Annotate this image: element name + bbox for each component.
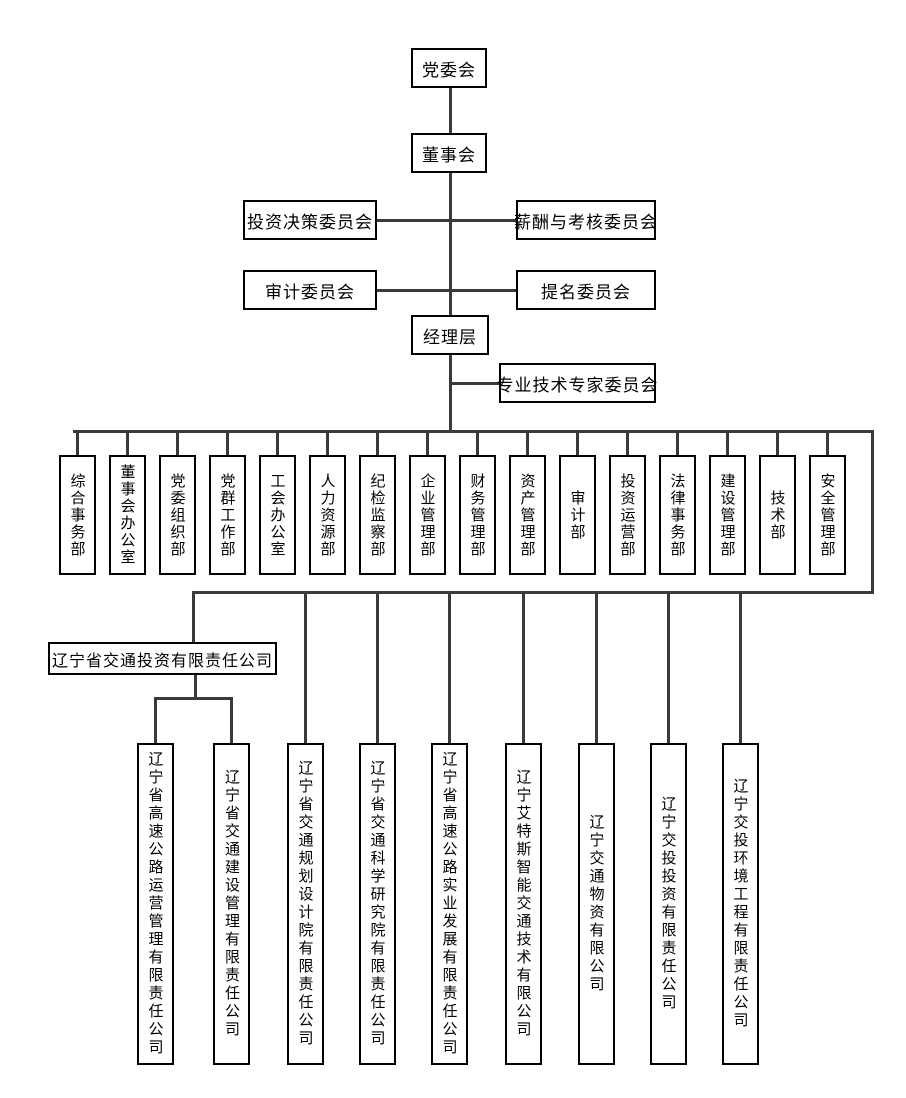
department-label: 人力资源部 bbox=[318, 472, 336, 558]
subsidiary-label: 辽宁艾特斯智能交通技术有限公司 bbox=[514, 769, 532, 1039]
node-compensation-assessment-committee: 薪酬与考核委员会 bbox=[514, 200, 657, 240]
connector-line bbox=[377, 218, 516, 222]
department-box: 人力资源部 bbox=[308, 455, 346, 575]
subsidiary-box: 辽宁省交通科学研究院有限责任公司 bbox=[358, 743, 396, 1065]
connector-line bbox=[448, 88, 452, 133]
connector-line bbox=[225, 432, 229, 455]
department-box: 技术部 bbox=[758, 455, 796, 575]
department-box: 综合事务部 bbox=[58, 455, 96, 575]
subsidiary-label: 辽宁交投环境工程有限责任公司 bbox=[731, 778, 749, 1030]
connector-line bbox=[175, 432, 179, 455]
subsidiary-box: 辽宁艾特斯智能交通技术有限公司 bbox=[504, 743, 542, 1065]
node-parent-company: 辽宁省交通投资有限责任公司 bbox=[48, 642, 277, 675]
department-box: 法律事务部 bbox=[658, 455, 696, 575]
subsidiary-box: 辽宁省高速公路实业发展有限责任公司 bbox=[430, 743, 468, 1065]
connector-line bbox=[229, 699, 233, 744]
connector-line bbox=[153, 699, 157, 744]
connector-line bbox=[775, 432, 779, 455]
subsidiary-box: 辽宁省交通规划设计院有限责任公司 bbox=[286, 743, 324, 1065]
subsidiary-label: 辽宁省高速公路实业发展有限责任公司 bbox=[440, 751, 458, 1057]
department-box: 投资运营部 bbox=[608, 455, 646, 575]
department-box: 建设管理部 bbox=[708, 455, 746, 575]
connector-line bbox=[192, 591, 874, 594]
connector-line bbox=[475, 432, 479, 455]
node-investment-decision-committee: 投资决策委员会 bbox=[243, 200, 377, 240]
department-label: 安全管理部 bbox=[818, 472, 836, 558]
connector-line bbox=[425, 432, 429, 455]
department-box: 资产管理部 bbox=[508, 455, 546, 575]
subsidiary-box: 辽宁交投环境工程有限责任公司 bbox=[721, 743, 759, 1065]
connector-line bbox=[375, 432, 379, 455]
connector-line bbox=[675, 432, 679, 455]
department-box: 安全管理部 bbox=[808, 455, 846, 575]
department-label: 纪检监察部 bbox=[368, 472, 386, 558]
department-box: 审计部 bbox=[558, 455, 596, 575]
connector-line bbox=[871, 430, 874, 594]
department-label: 建设管理部 bbox=[718, 472, 736, 558]
connector-line bbox=[325, 432, 329, 455]
department-box: 财务管理部 bbox=[458, 455, 496, 575]
connector-line bbox=[738, 593, 742, 744]
connector-line bbox=[575, 432, 579, 455]
connector-line bbox=[303, 593, 307, 744]
department-box: 党群工作部 bbox=[208, 455, 246, 575]
connector-line bbox=[448, 173, 452, 315]
node-board-of-directors: 董事会 bbox=[411, 133, 487, 173]
department-label: 工会办公室 bbox=[268, 472, 286, 558]
subsidiary-box: 辽宁省高速公路运营管理有限责任公司 bbox=[136, 743, 174, 1065]
department-box: 工会办公室 bbox=[258, 455, 296, 575]
subsidiary-box: 辽宁交通物资有限公司 bbox=[577, 743, 615, 1065]
node-party-committee: 党委会 bbox=[411, 48, 487, 88]
subsidiary-label: 辽宁省交通科学研究院有限责任公司 bbox=[368, 760, 386, 1048]
connector-line bbox=[525, 432, 529, 455]
connector-line bbox=[377, 288, 516, 292]
connector-line bbox=[625, 432, 629, 455]
connector-line bbox=[193, 675, 197, 699]
department-label: 综合事务部 bbox=[68, 472, 86, 558]
connector-line bbox=[825, 432, 829, 455]
connector-line bbox=[594, 593, 598, 744]
subsidiary-label: 辽宁省交通规划设计院有限责任公司 bbox=[296, 760, 314, 1048]
department-label: 党群工作部 bbox=[218, 472, 236, 558]
department-box: 董事会办公室 bbox=[108, 455, 146, 575]
department-label: 党委组织部 bbox=[168, 472, 186, 558]
department-label: 资产管理部 bbox=[518, 472, 536, 558]
department-box: 企业管理部 bbox=[408, 455, 446, 575]
connector-line bbox=[521, 593, 525, 744]
node-nomination-committee: 提名委员会 bbox=[516, 270, 656, 310]
connector-line bbox=[191, 593, 195, 642]
department-label: 投资运营部 bbox=[618, 472, 636, 558]
subsidiary-box: 辽宁交投投资有限责任公司 bbox=[649, 743, 687, 1065]
department-label: 技术部 bbox=[768, 489, 786, 541]
subsidiary-label: 辽宁交投投资有限责任公司 bbox=[659, 796, 677, 1012]
department-box: 纪检监察部 bbox=[358, 455, 396, 575]
connector-line bbox=[275, 432, 279, 455]
subsidiary-box: 辽宁省交通建设管理有限责任公司 bbox=[213, 743, 250, 1065]
connector-line bbox=[375, 593, 379, 744]
connector-line bbox=[73, 430, 874, 433]
department-label: 企业管理部 bbox=[418, 472, 436, 558]
connector-line bbox=[448, 355, 452, 433]
department-label: 法律事务部 bbox=[668, 472, 686, 558]
connector-line bbox=[666, 593, 670, 744]
department-label: 董事会办公室 bbox=[118, 464, 136, 566]
node-audit-committee: 审计委员会 bbox=[243, 270, 377, 310]
subsidiary-label: 辽宁省交通建设管理有限责任公司 bbox=[223, 769, 240, 1039]
connector-line bbox=[75, 432, 79, 455]
connector-line bbox=[450, 381, 499, 385]
subsidiary-label: 辽宁省高速公路运营管理有限责任公司 bbox=[146, 751, 164, 1057]
department-label: 财务管理部 bbox=[468, 472, 486, 558]
department-box: 党委组织部 bbox=[158, 455, 196, 575]
connector-line bbox=[125, 432, 129, 455]
department-label: 审计部 bbox=[568, 489, 586, 541]
connector-line bbox=[725, 432, 729, 455]
subsidiary-label: 辽宁交通物资有限公司 bbox=[587, 814, 605, 994]
node-management-layer: 经理层 bbox=[411, 315, 489, 355]
connector-line bbox=[447, 593, 451, 744]
node-expert-committee: 专业技术专家委员会 bbox=[497, 363, 658, 403]
connector-line bbox=[153, 697, 233, 700]
